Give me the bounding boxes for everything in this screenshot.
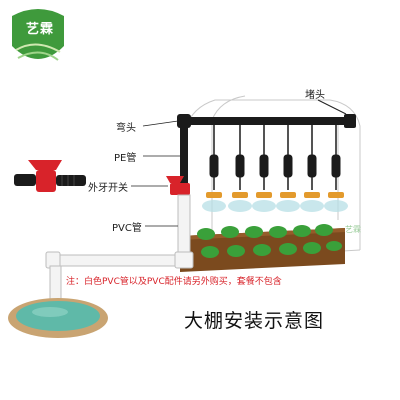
elbow: [177, 114, 191, 128]
plants: [197, 224, 342, 258]
pvc-pipe: [45, 194, 194, 307]
water-mist: [202, 200, 348, 212]
watermark: 艺霖: [345, 225, 361, 234]
pe-pipe-label: PE管: [114, 153, 137, 164]
drippers: [206, 125, 344, 198]
pvc-pipe-label: PVC管: [112, 223, 142, 234]
top-pipe: [180, 117, 350, 125]
plug-label: 堵头: [305, 90, 325, 101]
brand-name: 艺霖: [25, 22, 54, 37]
end-plug: [344, 114, 356, 128]
elbow-label: 弯头: [116, 123, 136, 134]
brand-logo: [12, 9, 64, 61]
purchase-note: 注：白色PVC管以及PVC配件请另外购买，套餐不包含: [66, 277, 282, 287]
water-basin: [8, 298, 108, 338]
leader-lines: [131, 120, 180, 227]
valve-label: 外牙开关: [88, 183, 128, 194]
valve-product: [14, 160, 86, 192]
diagram-title: 大棚安装示意图: [184, 310, 325, 332]
pe-pipe-vertical: [180, 117, 188, 187]
inline-valve: [166, 176, 190, 195]
